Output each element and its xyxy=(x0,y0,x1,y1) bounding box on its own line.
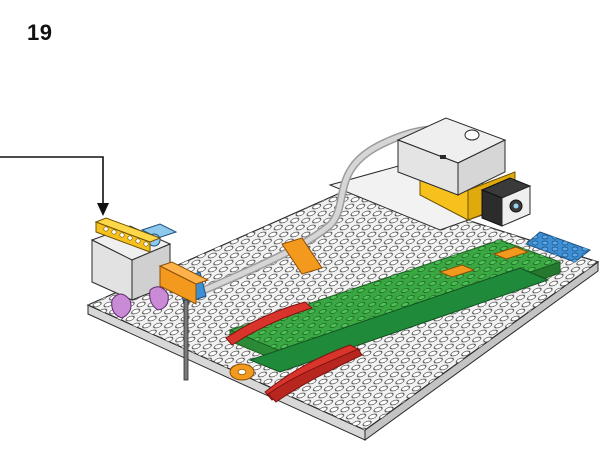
blue-plate xyxy=(525,231,592,263)
motor-assembly xyxy=(90,217,210,381)
red-wing-back xyxy=(225,301,314,346)
sensor xyxy=(480,177,532,227)
step-number: 19 xyxy=(27,20,53,45)
red-wing-front xyxy=(264,344,363,403)
down-arrow-icon xyxy=(0,156,109,216)
orange-round-tile xyxy=(229,363,255,381)
green-track xyxy=(228,239,562,373)
